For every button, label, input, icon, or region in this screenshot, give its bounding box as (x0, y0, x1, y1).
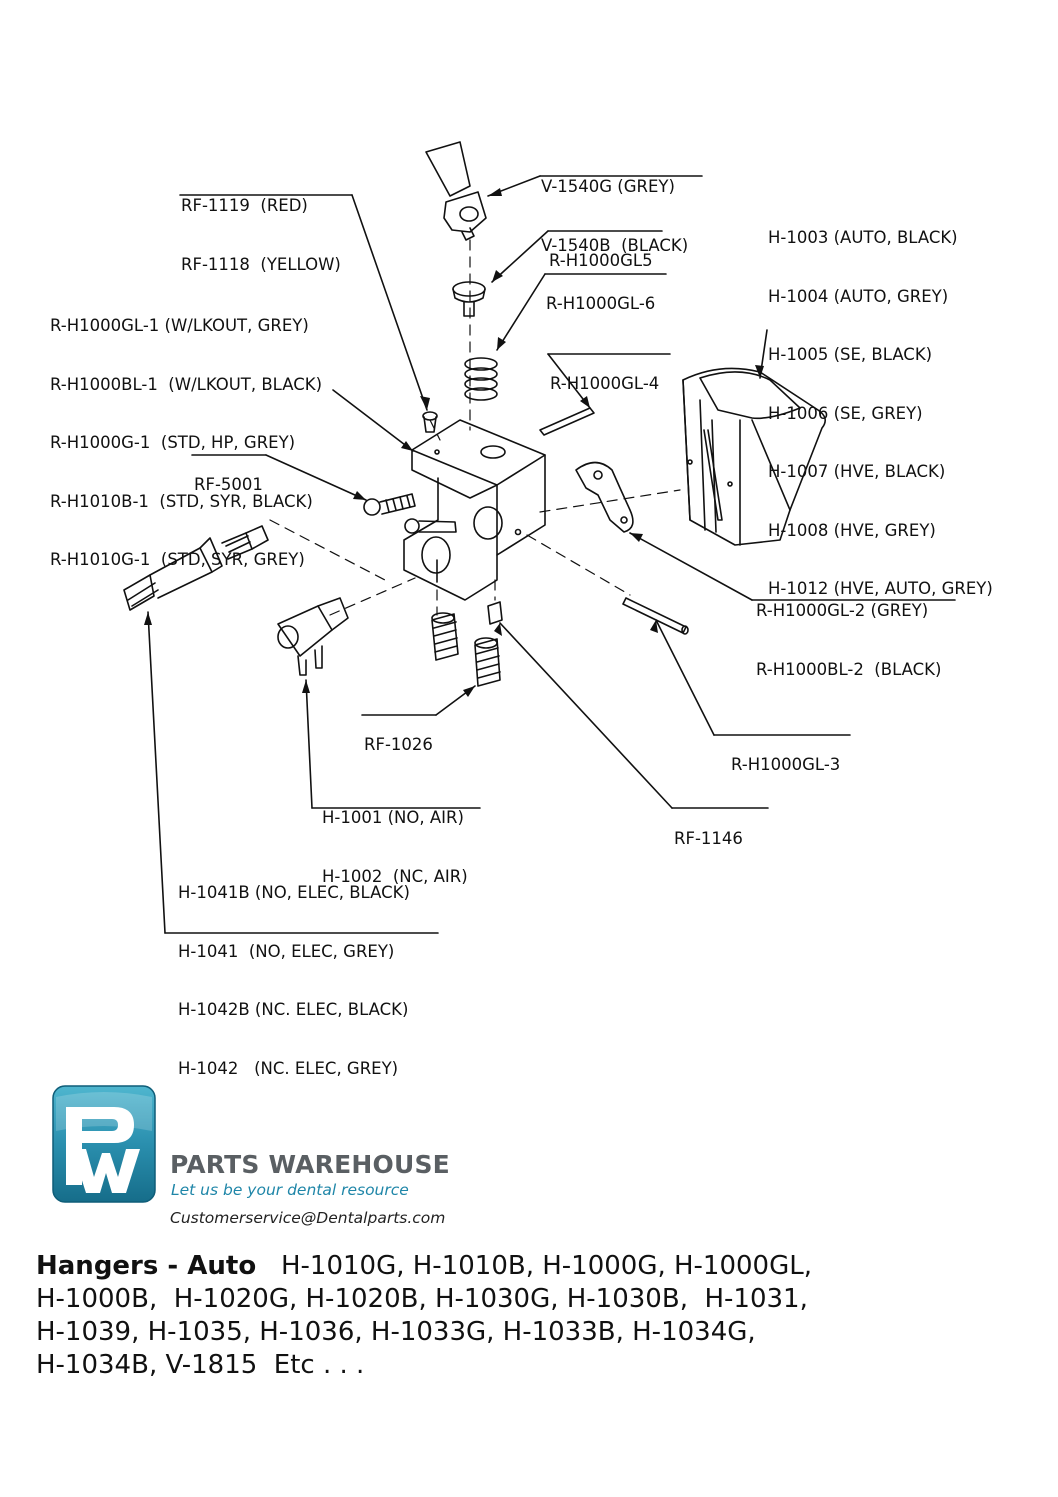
label-h1041-group: H-1041B (NO, ELEC, BLACK) H-1041 (NO, EL… (178, 883, 410, 1078)
screw-rf5001 (363, 493, 416, 516)
hanger-body-block (403, 419, 546, 601)
latch-arm (575, 461, 634, 533)
parts-warehouse-logo (52, 1085, 156, 1203)
exploded-parts-diagram (123, 141, 956, 934)
label-rf1026: RF-1026 (364, 735, 433, 754)
label-gl3: R-H1000GL-3 (731, 755, 841, 774)
label-gl4: R-H1000GL-4 (550, 374, 660, 393)
arrowheads (144, 188, 764, 697)
customer-service-email: Customerservice@Dentalparts.com (170, 1209, 446, 1227)
label-gl5: R-H1000GL5 (549, 251, 653, 270)
pin-lower (622, 597, 689, 635)
set-screw-right (474, 601, 503, 687)
rivet (422, 411, 438, 433)
label-h1003-group: H-1003 (AUTO, BLACK) H-1004 (AUTO, GREY)… (768, 228, 993, 598)
pin-upper (539, 407, 595, 436)
label-rf5001: RF-5001 (194, 475, 263, 494)
plunger (452, 281, 486, 317)
label-v1540: V-1540G (GREY) V-1540B (BLACK) (541, 177, 689, 255)
valve-knob (425, 141, 487, 241)
electric-switch (123, 525, 269, 611)
air-valve (277, 597, 349, 676)
label-rf1146: RF-1146 (674, 829, 743, 848)
model-list-line-3: H-1039, H-1035, H-1036, H-1033G, H-1033B… (36, 1317, 756, 1347)
label-h1001: H-1001 (NO, AIR) H-1002 (NC, AIR) (322, 808, 468, 886)
spring (464, 357, 498, 401)
model-list-title: Hangers - Auto (36, 1251, 257, 1281)
model-list: Hangers - Auto H-1010G, H-1010B, H-1000G… (36, 1250, 1036, 1382)
label-rf1119: RF-1119 (RED) RF-1118 (YELLOW) (181, 196, 341, 274)
label-gl1-group: R-H1000GL-1 (W/LKOUT, GREY) R-H1000BL-1 … (50, 316, 323, 569)
model-list-line-4: H-1034B, V-1815 Etc . . . (36, 1350, 365, 1380)
holder-cup (682, 367, 826, 546)
brand-tagline: Let us be your dental resource (171, 1181, 409, 1199)
label-gl2: R-H1000GL-2 (GREY) R-H1000BL-2 (BLACK) (756, 601, 942, 679)
model-list-line-1: H-1010G, H-1010B, H-1000G, H-1000GL, (256, 1251, 813, 1281)
model-list-line-2: H-1000B, H-1020G, H-1020B, H-1030G, H-10… (36, 1284, 808, 1314)
brand-name: PARTS WAREHOUSE (170, 1150, 450, 1179)
label-gl6: R-H1000GL-6 (546, 294, 656, 313)
set-screw-left (431, 612, 459, 661)
screw-side (404, 518, 457, 534)
